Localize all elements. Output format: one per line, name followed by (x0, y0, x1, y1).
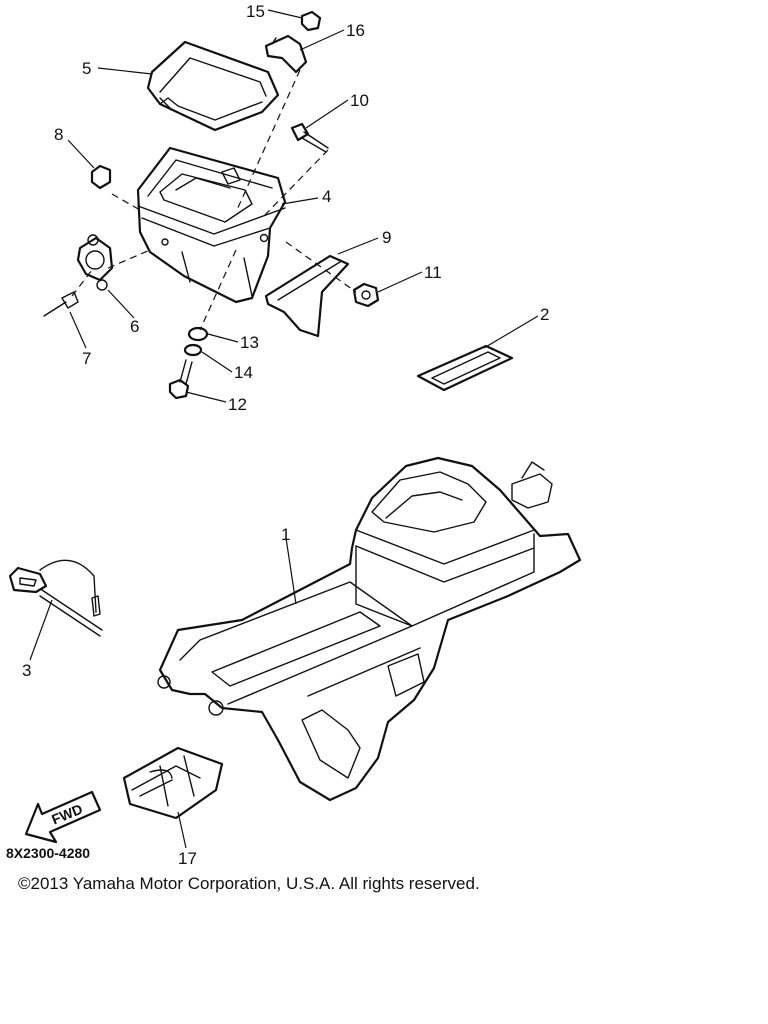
part-4-battery-box (136, 146, 287, 304)
part-12-bolt (168, 359, 193, 400)
callout-5: 5 (82, 59, 91, 78)
part-6-grommet (76, 234, 114, 291)
callout-labels: 15 16 5 10 8 4 9 11 6 7 13 14 12 2 1 3 1… (22, 2, 549, 868)
callout-10: 10 (350, 91, 369, 110)
part-14-lock-washer (183, 343, 203, 357)
part-8-nut (90, 164, 112, 190)
assembly-lines (71, 69, 357, 331)
part-3-strap (8, 559, 103, 637)
part-1-tray (157, 456, 582, 802)
callout-4: 4 (322, 187, 331, 206)
callout-11: 11 (424, 263, 442, 282)
callout-13: 13 (240, 333, 259, 352)
part-13-washer (187, 326, 209, 342)
callout-16: 16 (346, 21, 365, 40)
part-11-nut (352, 282, 380, 308)
callout-2: 2 (540, 305, 549, 324)
callout-3: 3 (22, 661, 31, 680)
part-15-nut (300, 10, 322, 32)
copyright-notice: ©2013 Yamaha Motor Corporation, U.S.A. A… (18, 874, 480, 893)
part-7-screw (43, 291, 79, 317)
part-9-bracket (264, 254, 350, 338)
callout-15: 15 (246, 2, 265, 21)
callout-1: 1 (281, 525, 290, 544)
fwd-arrow-icon: FWD (24, 790, 102, 844)
callout-14: 14 (234, 363, 253, 382)
callout-9: 9 (382, 228, 391, 247)
part-2-pad (416, 344, 514, 392)
part-16-clip (264, 34, 308, 74)
callout-7: 7 (82, 349, 91, 368)
callout-8: 8 (54, 125, 63, 144)
part-5-cover (146, 40, 280, 132)
callout-17: 17 (178, 849, 197, 868)
callout-6: 6 (130, 317, 139, 336)
drawing-code: 8X2300-4280 (6, 845, 90, 861)
part-10-bolt (290, 122, 329, 153)
part-17-connector (122, 746, 224, 820)
callout-12: 12 (228, 395, 247, 414)
leader-lines (29, 9, 539, 849)
